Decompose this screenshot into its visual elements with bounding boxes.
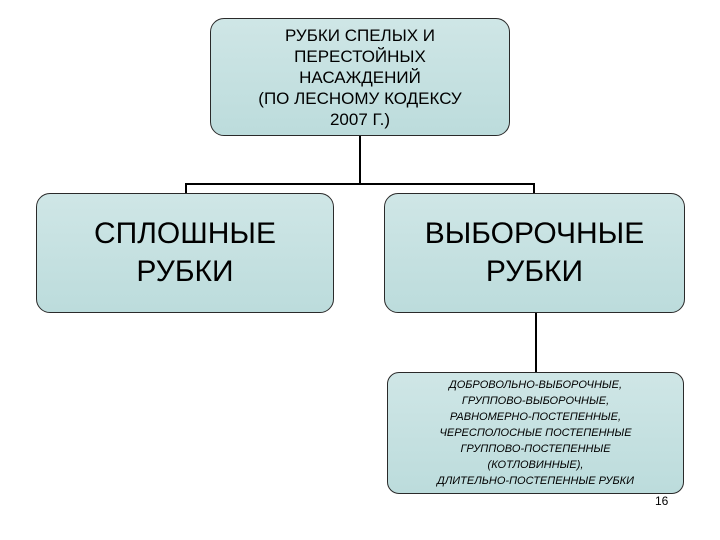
connector-right-to-detail — [535, 313, 537, 372]
clear-cutting-line: РУБКИ — [136, 255, 234, 288]
selective-type-line: ЧЕРЕСПОЛОСНЫЕ ПОСТЕПЕННЫЕ — [439, 427, 632, 439]
root-node-text: РУБКИ СПЕЛЫХ И ПЕРЕСТОЙНЫХ НАСАЖДЕНИЙ (П… — [258, 25, 461, 130]
selective-cutting-line: ВЫБОРОЧНЫЕ — [424, 217, 645, 250]
selective-type-line: (КОТЛОВИННЫЕ), — [487, 459, 584, 471]
root-line: (ПО ЛЕСНОМУ КОДЕКСУ — [258, 88, 462, 108]
selective-type-line: РАВНОМЕРНО-ПОСТЕПЕННЫЕ, — [449, 411, 622, 423]
root-line: ПЕРЕСТОЙНЫХ — [294, 46, 426, 66]
selective-type-line: ГРУППОВО-ПОСТЕПЕННЫЕ — [460, 443, 611, 455]
selective-cutting-text: ВЫБОРОЧНЫЕ РУБКИ — [425, 215, 645, 291]
connector-right-down — [533, 183, 535, 193]
page-number: 16 — [655, 494, 669, 508]
root-node: РУБКИ СПЕЛЫХ И ПЕРЕСТОЙНЫХ НАСАЖДЕНИЙ (П… — [210, 18, 510, 136]
selective-type-line: ДОБРОВОЛЬНО-ВЫБОРОЧНЫЕ, — [448, 379, 623, 391]
selective-type-line: ГРУППОВО-ВЫБОРОЧНЫЕ, — [461, 395, 610, 407]
connector-horizontal — [185, 183, 535, 185]
root-line: РУБКИ СПЕЛЫХ И — [284, 25, 436, 45]
clear-cutting-text: СПЛОШНЫЕ РУБКИ — [94, 215, 276, 291]
selective-types-text: ДОБРОВОЛЬНО-ВЫБОРОЧНЫЕ, ГРУППОВО-ВЫБОРОЧ… — [437, 377, 634, 489]
selective-types-node: ДОБРОВОЛЬНО-ВЫБОРОЧНЫЕ, ГРУППОВО-ВЫБОРОЧ… — [387, 372, 684, 494]
connector-left-down — [185, 183, 187, 193]
root-line: НАСАЖДЕНИЙ — [299, 67, 421, 87]
root-line: 2007 Г.) — [329, 109, 391, 129]
selective-cutting-line: РУБКИ — [485, 255, 584, 288]
selective-type-line: ДЛИТЕЛЬНО-ПОСТЕПЕННЫЕ РУБКИ — [437, 475, 634, 487]
clear-cutting-line: СПЛОШНЫЕ — [94, 217, 276, 250]
clear-cutting-node: СПЛОШНЫЕ РУБКИ — [36, 193, 334, 313]
selective-cutting-node: ВЫБОРОЧНЫЕ РУБКИ — [384, 193, 685, 313]
connector-root-down — [359, 136, 361, 184]
